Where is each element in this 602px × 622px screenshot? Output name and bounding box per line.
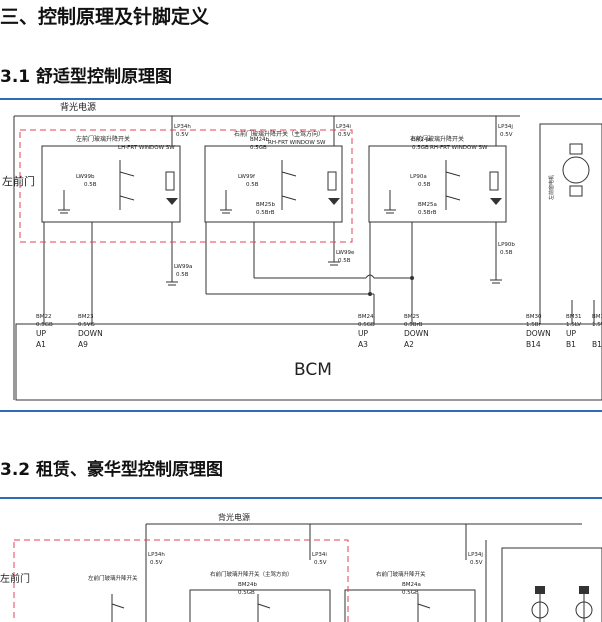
section-title: 三、控制原理及针脚定义	[0, 6, 210, 28]
motor-label: 左前窗电机	[548, 175, 555, 200]
wire-lp90b: LP90b	[498, 242, 515, 248]
wire-bm24b: BM24b	[250, 137, 270, 143]
schematic-comfort: 背光电源 左前门 左前门玻璃升降开关 LH-FRT WINDOW SW 右前门玻…	[2, 101, 602, 401]
rf-switch-en: RH-FRT WINDOW SW	[268, 140, 326, 146]
wire-lw99e-spec: 0.5B	[338, 258, 351, 264]
wire-lp34h: LP34h	[174, 124, 191, 130]
rr-switch-cn-2: 右前门玻璃升降开关	[376, 570, 426, 578]
bcm-pin-wire-spec: 1.5V	[592, 322, 602, 328]
wire-lw99b-spec: 0.5B	[84, 182, 97, 188]
wire-lp90a: LP90a	[410, 174, 427, 180]
bcm-pin-number: A1	[36, 340, 46, 349]
wire2-bm24b-spec: 0.5GB	[238, 590, 255, 596]
bcm-pin-function: UP	[36, 329, 46, 338]
wire-lw99e: LW99e	[336, 250, 355, 256]
bcm-pin-wire-spec: 1.5Br	[526, 322, 542, 328]
rf-switch-cn-2: 右前门玻璃升降开关（主驾方向）	[210, 570, 293, 578]
wire-bm25a-spec: 0.5BrB	[418, 210, 437, 216]
bcm-pin-wire-spec: 0.5VG	[78, 322, 95, 328]
wire2-lp34j-spec: 0.5V	[470, 560, 483, 566]
bcm-label: BCM	[294, 360, 332, 380]
wire-bm25b-spec: 0.5BrB	[256, 210, 275, 216]
bcm-pin-wire-spec: 0.5GB	[36, 322, 53, 328]
wire2-lp34j: LP34j	[468, 552, 483, 558]
wire2-bm24b: BM24b	[238, 582, 258, 588]
diagram1-top-border	[0, 98, 602, 100]
bcm-pin-wire: BM22	[36, 314, 52, 320]
bcm-pin-number: B14	[526, 340, 541, 349]
wire-bm24b-spec: 0.5GB	[250, 145, 267, 151]
bcm-pin-function: DOWN	[78, 329, 103, 338]
bcm-pin-number: B1	[566, 340, 576, 349]
wire2-lp34h: LP34h	[148, 552, 165, 558]
wire-lp90a-spec: 0.5B	[418, 182, 431, 188]
wire-lp34i-spec: 0.5V	[338, 132, 351, 138]
bcm-pin-number: A9	[78, 340, 88, 349]
lf-switch-en: LH-FRT WINDOW SW	[118, 145, 175, 151]
wire2-lp34i-spec: 0.5V	[314, 560, 327, 566]
subsection-title-rental-luxury: 3.2 租赁、豪华型控制原理图	[0, 460, 224, 480]
wire-lw99a-spec: 0.5B	[176, 272, 189, 278]
wire2-lp34i: LP34i	[312, 552, 327, 558]
wire-bm25a: BM25a	[418, 202, 437, 208]
bcm-pin-function: DOWN	[526, 329, 551, 338]
diagram2-top-border	[0, 497, 602, 499]
bcm-pin-function: UP	[566, 329, 576, 338]
wire2-bm24a: BM24a	[402, 582, 421, 588]
left-front-door-label: 左前门	[2, 174, 35, 188]
wire-bm24a-spec: 0.5GB	[412, 145, 429, 151]
bcm-pin-wire: BM30	[526, 314, 542, 320]
wire-lw99a: LW99a	[174, 264, 192, 270]
schematic-rental-luxury: 背光电源 左前门 左前门玻璃升降开关 右前门玻璃升降开关（主驾方向） 右前门玻璃…	[0, 512, 602, 622]
wire-bm25b: BM25b	[256, 202, 276, 208]
power-label-2: 背光电源	[218, 512, 250, 522]
rr-switch-en: RH-FRT WINDOW SW	[430, 145, 488, 151]
bcm-pin-number: A3	[358, 340, 368, 349]
wire-lw99f: LW99f	[238, 174, 256, 180]
subsection-title-comfort: 3.1 舒适型控制原理图	[0, 67, 173, 87]
wire-bm24a: BM24a	[412, 137, 431, 143]
bcm-pin-function: UP	[358, 329, 368, 338]
rf-switch-cn: 右前门玻璃升降开关（主驾方向）	[234, 130, 324, 138]
wire-lp34j-spec: 0.5V	[500, 132, 513, 138]
bcm-pin-wire-spec: 1.5LV	[566, 322, 581, 328]
bcm-pin-number: A2	[404, 340, 414, 349]
bcm-pin-wire-spec: 0.5BrB	[404, 322, 423, 328]
wire-lw99f-spec: 0.5B	[246, 182, 259, 188]
wire-lp34j: LP34j	[498, 124, 513, 130]
power-label: 背光电源	[60, 101, 96, 113]
left-front-door-label-2: 左前门	[0, 572, 30, 585]
bcm-pin-number: B10	[592, 340, 602, 349]
lf-switch-cn: 左前门玻璃升降开关	[76, 135, 130, 143]
wire-lw99b: LW99b	[76, 174, 95, 180]
bcm-pin-wire: BM25	[404, 314, 420, 320]
wire2-bm24a-spec: 0.5GB	[402, 590, 419, 596]
bcm-pin-function: DOWN	[404, 329, 429, 338]
wire-lp34i: LP34i	[336, 124, 351, 130]
rr-switch-cn: 右前门玻璃升降开关	[410, 135, 464, 143]
bcm-pin-wire: BM24	[358, 314, 374, 320]
bcm-pin-wire-spec: 0.5GB	[358, 322, 375, 328]
bcm-pin-wire: BM23	[78, 314, 94, 320]
diagram1-bottom-border	[0, 410, 602, 412]
wire2-lp34h-spec: 0.5V	[150, 560, 163, 566]
bcm-pin-wire: BM32	[592, 314, 602, 320]
lf-switch-cn-2: 左前门玻璃升降开关	[88, 574, 138, 582]
wire-lp34h-spec: 0.5V	[176, 132, 189, 138]
wire-lp90b-spec: 0.5B	[500, 250, 513, 256]
bcm-pin-wire: BM31	[566, 314, 582, 320]
